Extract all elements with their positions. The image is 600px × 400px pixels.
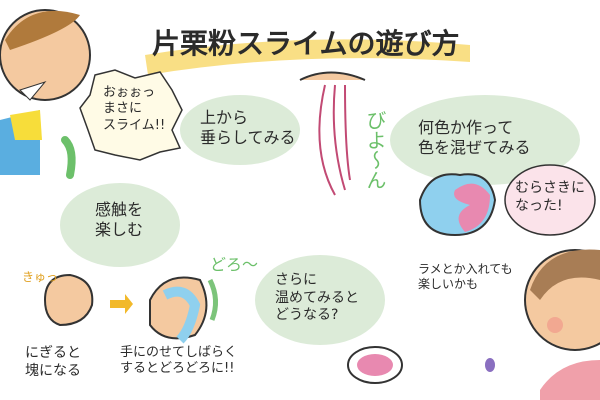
purple-bubble — [504, 164, 596, 236]
stretch-sfx: びよ〜ん — [363, 110, 387, 190]
bowl-with-slime — [347, 346, 403, 384]
hand-with-strands — [299, 71, 366, 196]
grip-caption: にぎると 塊になる — [25, 345, 81, 379]
page-title: 片栗粉スライムの遊び方 — [152, 27, 460, 60]
fist-and-hand — [43, 273, 218, 344]
glitter-caption: ラメとか入れても 楽しいかも — [418, 262, 513, 291]
squeeze-sfx: きゅっ — [22, 270, 59, 284]
drip-caption: 上から 垂らしてみる — [200, 108, 296, 147]
feel-bubble — [60, 183, 180, 267]
mix-caption: 何色か作って 色を混ぜてみる — [418, 118, 531, 157]
hold-caption: 手にのせてしばらく するとどろどろに!! — [120, 345, 238, 377]
purple-caption: むらさきに なった! — [515, 180, 585, 214]
boy-character — [0, 9, 91, 179]
drip-bubble — [180, 95, 300, 165]
mix-bubble — [390, 95, 580, 185]
melt-sfx: どろ〜 — [210, 255, 259, 274]
title-highlight — [145, 39, 470, 75]
girl-character — [485, 249, 600, 400]
boy-shout-text: おぉぉっ まさに スライム!! — [103, 85, 166, 133]
feel-caption: 感触を 楽しむ — [95, 200, 144, 239]
shout-bubble — [79, 69, 183, 161]
warm-bubble — [255, 255, 385, 345]
warm-caption: さらに 温めてみると どうなる? — [275, 272, 359, 323]
mixed-slime — [418, 173, 497, 237]
